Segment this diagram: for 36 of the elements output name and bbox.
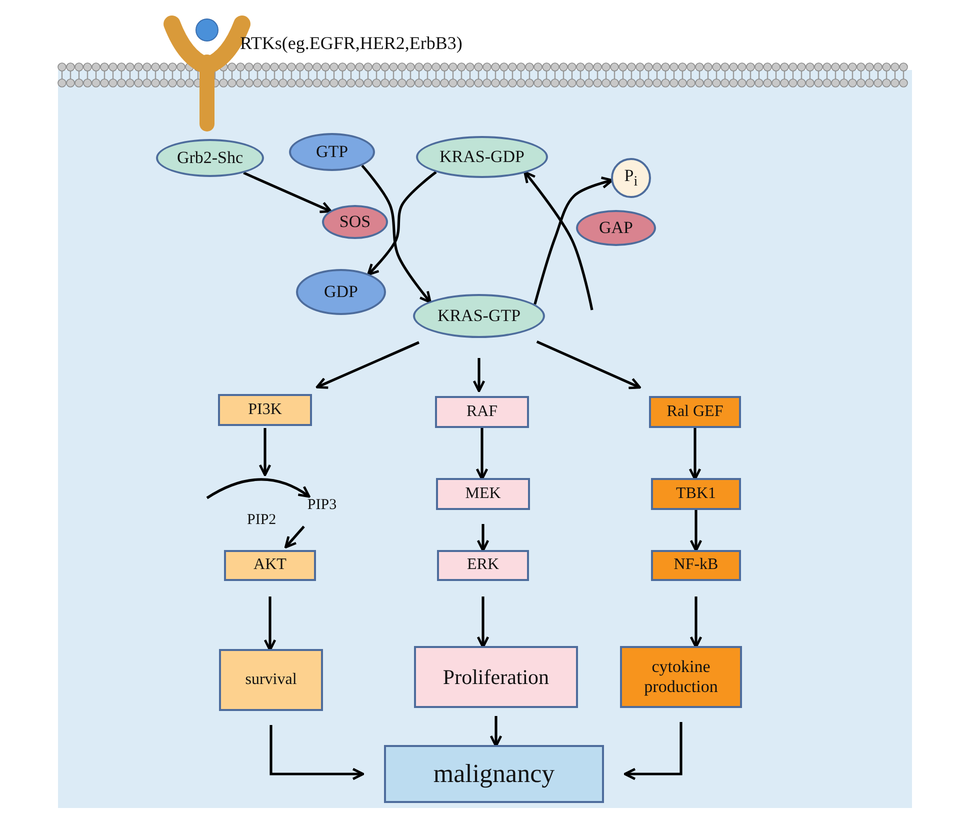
arrow: [690, 596, 702, 648]
arrow: [476, 428, 488, 480]
process-box: MEK: [436, 478, 530, 510]
process-box: Ral GEF: [649, 396, 741, 428]
arrow: [624, 722, 682, 780]
process-box: survival: [219, 649, 323, 711]
arrow: [264, 596, 276, 652]
process-box: Proliferation: [414, 646, 578, 708]
arrow: [534, 176, 614, 305]
arrow: [490, 716, 502, 748]
arrow: [243, 172, 332, 214]
process-box: ERK: [437, 550, 529, 580]
arrow: [284, 526, 305, 548]
arrow: [361, 164, 432, 304]
molecule-label: PIP3: [298, 496, 346, 516]
process-box: AKT: [224, 550, 316, 580]
arrow: [206, 478, 310, 500]
receptor-label: RTKs(eg.EGFR,HER2,ErbB3): [240, 33, 462, 54]
process-box: PI3K: [218, 394, 312, 426]
arrow: [476, 596, 490, 648]
arrow: [366, 171, 437, 276]
arrow: [476, 524, 490, 552]
arrow: [258, 428, 272, 476]
arrow: [270, 725, 364, 780]
arrow: [524, 170, 594, 310]
arrow: [688, 428, 702, 480]
process-box: TBK1: [651, 478, 741, 510]
arrow: [536, 340, 641, 390]
arrow: [472, 358, 486, 392]
molecule-label: PIP2: [247, 512, 276, 529]
process-box: RAF: [435, 396, 529, 428]
arrow: [316, 341, 420, 389]
process-box: NF-kB: [651, 550, 741, 580]
process-box: cytokine production: [620, 646, 742, 708]
process-box: malignancy: [384, 745, 604, 803]
arrow: [690, 510, 702, 552]
